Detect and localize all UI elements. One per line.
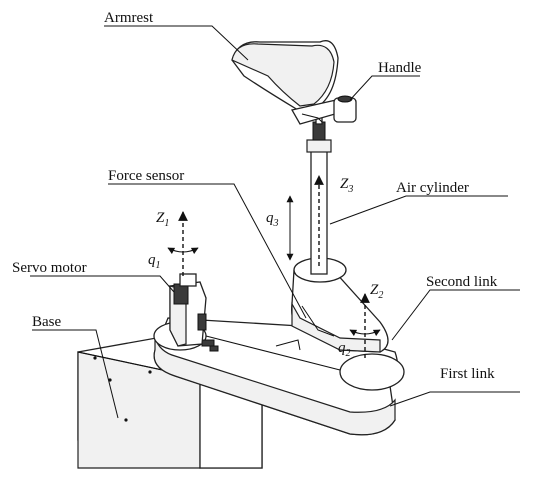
symbol-q1: q1	[148, 252, 161, 271]
armrest-body	[231, 40, 343, 125]
label-base: Base	[32, 314, 62, 330]
label-first-link: First link	[440, 366, 495, 382]
symbol-z2-sub: 2	[378, 290, 383, 301]
label-air-cylinder: Air cylinder	[396, 180, 469, 196]
z1-axis	[167, 211, 199, 276]
leader-lines	[30, 25, 520, 419]
symbol-q2: q2	[338, 340, 351, 359]
handle-body	[333, 95, 357, 123]
label-servo-motor: Servo motor	[12, 260, 87, 276]
symbol-z3-sub: 3	[347, 184, 353, 195]
symbol-q1-main: q	[148, 252, 156, 268]
servo-motor-body	[169, 273, 207, 347]
symbol-q3: q3	[266, 210, 279, 229]
symbol-q3-sub: 3	[273, 218, 279, 229]
symbol-z1-sub: 1	[164, 218, 169, 229]
symbol-z3-main: Z	[340, 176, 349, 192]
symbol-q3-main: q	[266, 210, 274, 226]
symbol-q2-main: q	[338, 340, 346, 356]
label-armrest: Armrest	[104, 10, 154, 26]
symbol-z1-main: Z	[156, 210, 165, 226]
symbol-q1-sub: 1	[156, 260, 161, 271]
label-second-link: Second link	[426, 274, 498, 290]
symbol-z1: Z1	[156, 210, 169, 229]
symbol-z2-main: Z	[370, 282, 379, 298]
z2-axis	[349, 293, 381, 358]
symbol-z3: Z3	[340, 176, 353, 195]
label-force-sensor: Force sensor	[108, 168, 184, 184]
label-handle: Handle	[378, 60, 422, 76]
symbol-z2: Z2	[370, 282, 383, 301]
symbol-q2-sub: 2	[346, 348, 351, 359]
